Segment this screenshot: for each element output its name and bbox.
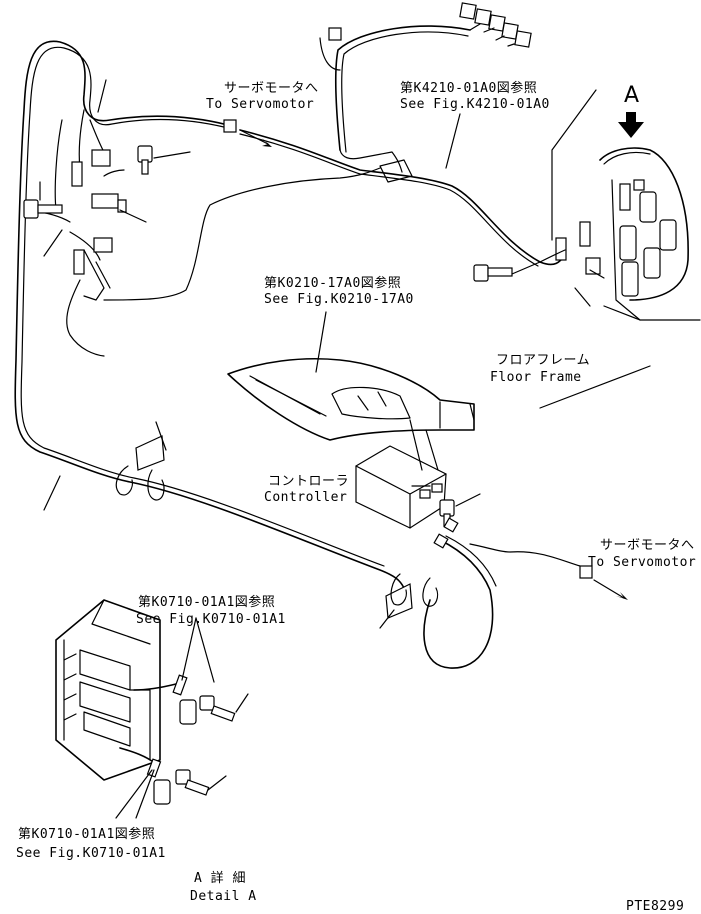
- bolt-icon: [137, 145, 153, 175]
- label-ref-k0210-en: See Fig.K0210-17A0: [264, 292, 414, 307]
- label-view-a: A: [624, 83, 639, 108]
- label-ref-k4210-jp: 第K4210-01A0図参照: [400, 80, 537, 96]
- label-servomotor-right-jp: サーボモータへ: [600, 538, 695, 553]
- servomotor-connector-top: [223, 119, 272, 147]
- label-servomotor-right-en: To Servomotor: [588, 555, 696, 570]
- label-ref-k0710-a-jp: 第K0710-01A1図参照: [138, 594, 275, 610]
- label-ref-k0710-b-jp: 第K0710-01A1図参照: [18, 826, 155, 842]
- label-ref-k0210-jp: 第K0210-17A0図参照: [264, 275, 401, 291]
- mid-right-parts: [473, 89, 605, 307]
- clamp-upper: [115, 421, 167, 501]
- label-detail-a-en: Detail A: [190, 889, 257, 904]
- bolt-icon: [23, 199, 63, 219]
- floor-frame: [227, 357, 651, 441]
- bolt-icon: [175, 769, 210, 796]
- top-connector-bank: [328, 2, 532, 48]
- label-floor-frame-jp: フロアフレーム: [496, 353, 590, 368]
- main-harness: [14, 40, 405, 589]
- lower-panel-assembly: [55, 599, 249, 819]
- label-ref-k0710-a-en: See Fig.K0710-01A1: [136, 612, 286, 627]
- leader-lines: [43, 79, 461, 511]
- bolt-icon: [199, 695, 236, 722]
- label-controller-en: Controller: [264, 490, 347, 505]
- controller-box: [355, 419, 481, 529]
- right-lower-harness: [423, 517, 628, 669]
- label-controller-jp: コントローラ: [268, 474, 349, 489]
- label-servomotor-top-jp: サーボモータへ: [224, 81, 319, 96]
- label-ref-k4210-en: See Fig.K4210-01A0: [400, 97, 550, 112]
- view-arrow-icon: [618, 112, 644, 138]
- upper-harness: [239, 25, 566, 267]
- label-ref-k0710-b-en: See Fig.K0710-01A1: [16, 846, 166, 861]
- bolt-icon: [473, 264, 513, 282]
- drawing-number: PTE8299: [626, 899, 684, 914]
- detail-a-view: [599, 112, 701, 321]
- label-servomotor-top-en: To Servomotor: [206, 97, 314, 112]
- left-connector-cluster: [23, 145, 191, 301]
- clamp-lower: [379, 573, 439, 629]
- label-floor-frame-en: Floor Frame: [490, 370, 582, 385]
- label-detail-a-jp: A 詳 細: [194, 870, 246, 886]
